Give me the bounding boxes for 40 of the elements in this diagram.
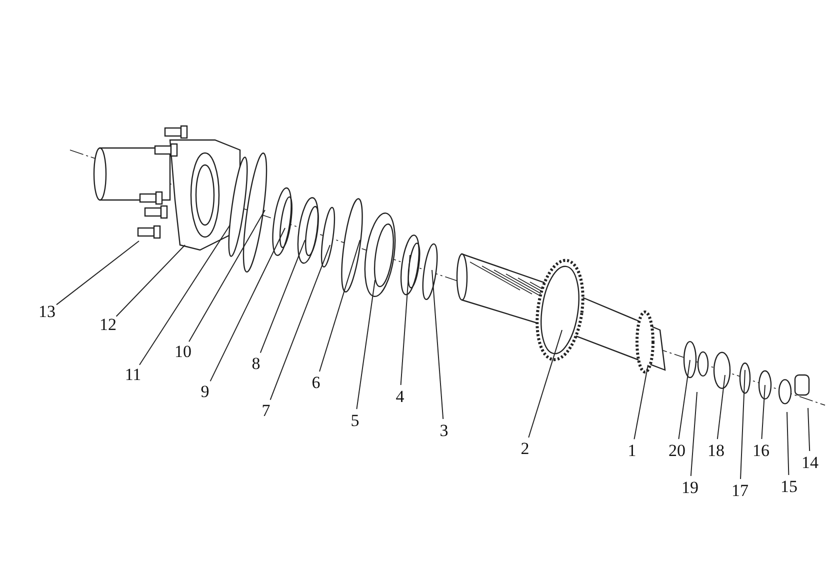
callout-number: 13: [38, 303, 56, 321]
callout-number: 6: [312, 374, 320, 392]
callout-number: 20: [668, 442, 686, 460]
callout-number: 2: [520, 440, 530, 458]
callout-number: 4: [396, 388, 404, 406]
callout-number: 10: [174, 343, 192, 361]
callout-number: 12: [100, 316, 116, 334]
leader-line: [56, 240, 140, 306]
leader-line: [270, 244, 330, 400]
leader-line: [678, 360, 690, 440]
leader-line: [116, 244, 186, 317]
callout-number: 19: [682, 479, 698, 497]
leader-line: [786, 412, 790, 476]
leader-line: [400, 254, 410, 386]
leader-line: [761, 384, 766, 440]
callout-number: 11: [124, 366, 142, 384]
leader-line: [188, 210, 266, 342]
callout-number: 15: [780, 478, 798, 496]
callout-number: 5: [350, 412, 360, 430]
leader-line: [319, 240, 360, 372]
callout-number: 14: [802, 454, 818, 472]
leader-line: [716, 374, 726, 440]
leader-line: [210, 228, 286, 382]
leader-line: [528, 330, 562, 438]
leader-line: [808, 408, 810, 452]
leader-line: [432, 270, 444, 420]
leader-line: [139, 224, 230, 366]
leader-line: [690, 392, 698, 476]
callout-number: 16: [752, 442, 770, 460]
callout-number: 7: [262, 402, 270, 420]
leader-line: [740, 370, 746, 480]
callout-number: 1: [628, 442, 636, 460]
leader-line: [634, 364, 648, 440]
callout-number: 18: [708, 442, 724, 460]
callout-number: 17: [732, 482, 748, 500]
callout-number: 3: [440, 422, 448, 440]
leader-line: [260, 240, 306, 354]
leader-line: [356, 280, 376, 410]
callout-number: 8: [252, 355, 260, 373]
callout-number: 9: [200, 383, 210, 401]
